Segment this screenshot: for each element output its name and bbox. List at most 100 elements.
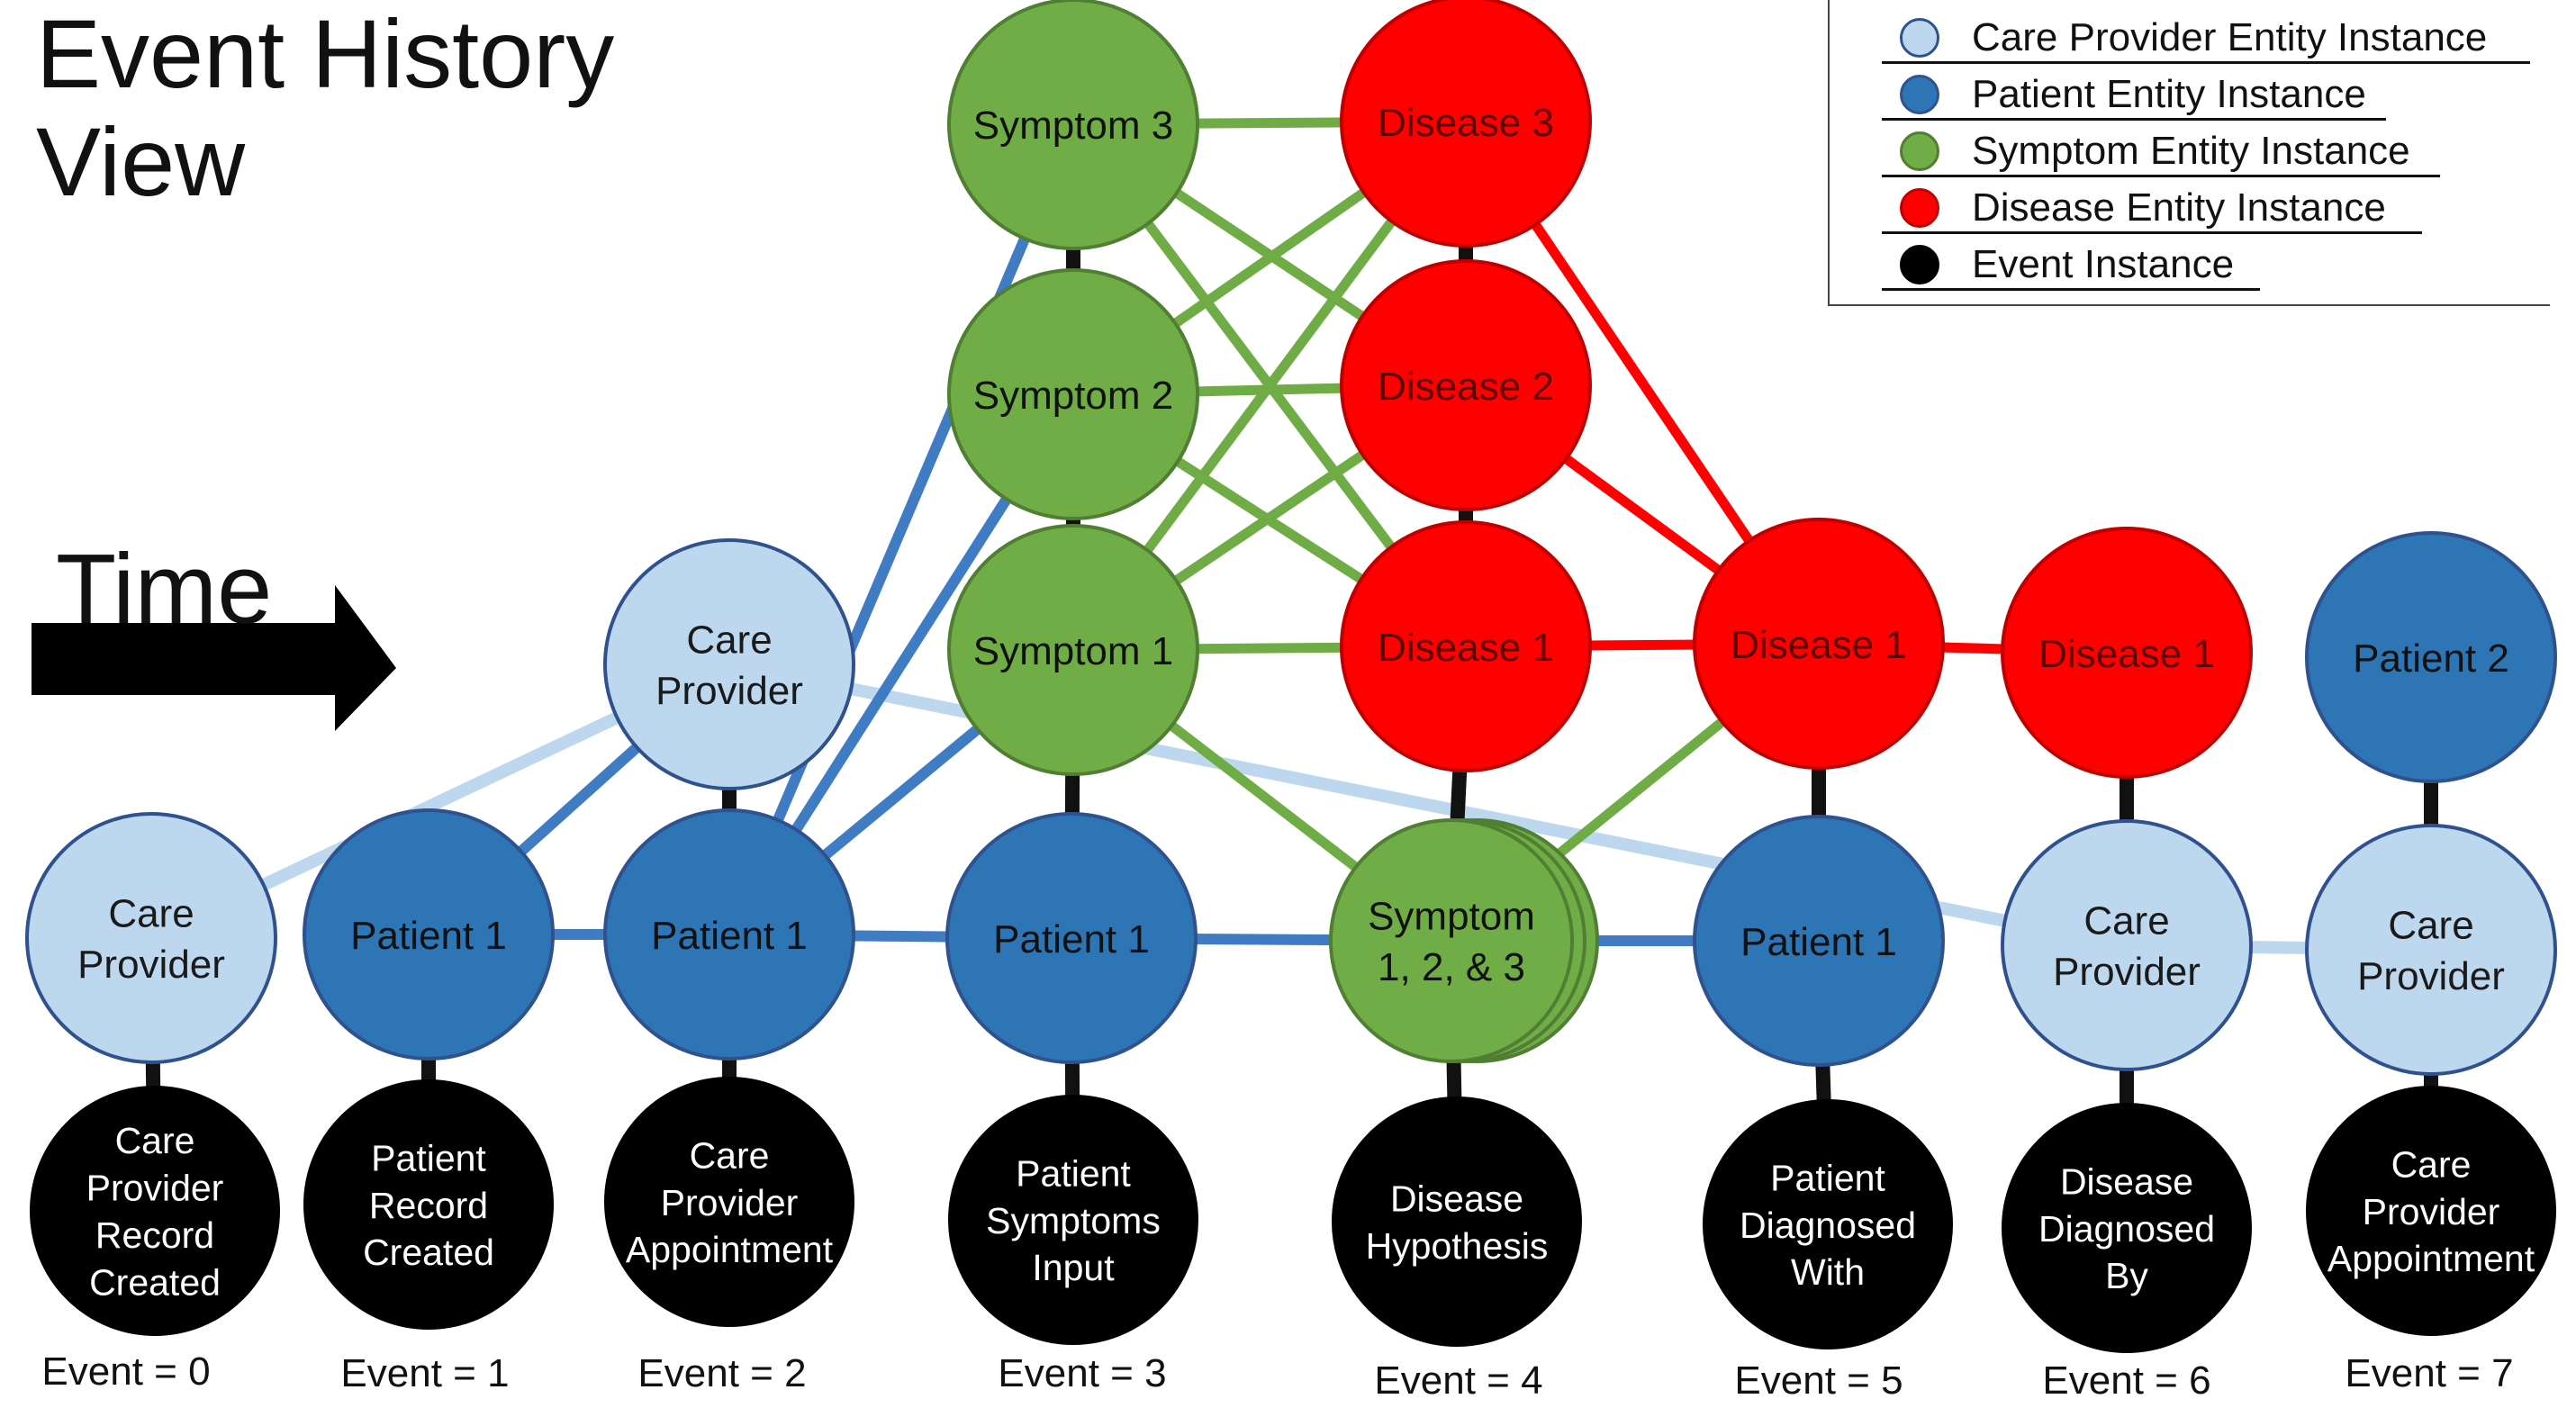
node-circle: [2305, 531, 2557, 783]
legend: Care Provider Entity Instance Patient En…: [1828, 0, 2550, 306]
node-label: Disease 1: [1378, 626, 1554, 670]
node-label: Patient 1: [651, 914, 808, 958]
event-index-label: Event = 3: [998, 1351, 1166, 1395]
page-title: Event History View: [36, 0, 810, 216]
node-disease-d2: Disease 2: [1340, 259, 1592, 511]
event-index-label: Event = 7: [2345, 1351, 2513, 1395]
node-symptom-s3: Symptom 3: [947, 0, 1199, 250]
node-circle: [1329, 818, 1574, 1063]
node-circle: [2002, 1103, 2252, 1353]
node-label: Patient 2: [2353, 636, 2509, 681]
node-label: Symptom 2: [973, 374, 1174, 418]
node-label: Disease 1: [1731, 623, 1907, 667]
event-labels-layer: Event = 0 Event = 1 Event = 2 Event = 3 Even…: [41, 1349, 2513, 1403]
node-circle: [303, 1079, 554, 1330]
node-disease-d3: Disease 3: [1340, 0, 1592, 248]
node-circle: [948, 1095, 1198, 1345]
node-label: Symptom 3: [973, 104, 1174, 148]
legend-label: Event Instance: [1972, 242, 2235, 286]
node-circle: [1340, 0, 1592, 248]
node-label: Patient 1: [350, 914, 507, 958]
node-disease-d1: Disease 1: [1340, 520, 1592, 772]
event-index-label: Event = 2: [637, 1351, 806, 1395]
node-disease-d5: Disease 1: [1693, 518, 1945, 770]
symptom-dot-icon: [1900, 131, 1939, 171]
node-circle: [1340, 520, 1592, 772]
node-patient-pt2: Patient 2: [2305, 531, 2557, 783]
event-index-label: Event = 4: [1374, 1358, 1542, 1403]
node-circle: [945, 812, 1198, 1064]
node-symptom-s2: Symptom 2: [947, 268, 1199, 520]
legend-item-event: Event Instance: [1846, 236, 2530, 292]
node-circle: [947, 0, 1199, 250]
disease-dot-icon: [1900, 188, 1939, 228]
event-index-label: Event = 1: [340, 1351, 509, 1395]
event-index-label: Event = 5: [1734, 1358, 1903, 1403]
node-patient-p5: Patient 1: [1693, 815, 1945, 1067]
node-circle: [947, 268, 1199, 520]
edge-p2-s3: [724, 122, 1079, 937]
node-label: Patient 1: [1740, 920, 1897, 964]
node-label: Patient 1: [993, 917, 1150, 961]
time-arrow-layer: [32, 585, 396, 731]
node-circle: [1703, 1099, 1953, 1349]
node-circle: [947, 524, 1199, 776]
legend-item-symptom: Symptom Entity Instance: [1846, 122, 2530, 178]
page-title-text: Event History View: [36, 0, 615, 216]
legend-label: Patient Entity Instance: [1972, 72, 2366, 116]
node-circle: [2306, 1086, 2556, 1336]
legend-item-patient: Patient Entity Instance: [1846, 66, 2530, 122]
node-circle: [1693, 815, 1945, 1067]
node-label: Symptom 1: [973, 629, 1174, 673]
node-disease-d6: Disease 1: [2001, 527, 2253, 779]
node-label: Disease 3: [1378, 101, 1554, 145]
event-index-label: Event = 0: [41, 1349, 210, 1394]
legend-label: Disease Entity Instance: [1972, 185, 2386, 230]
node-patient-p3: Patient 1: [945, 812, 1198, 1064]
time-label: Time: [56, 534, 273, 645]
node-circle: [1693, 518, 1945, 770]
time-arrow-icon: [32, 585, 396, 731]
node-patient-p2: Patient 1: [603, 808, 855, 1060]
node-circle: [2001, 527, 2253, 779]
event-index-label: Event = 6: [2042, 1358, 2210, 1403]
node-circle: [1340, 259, 1592, 511]
node-circle: [2305, 824, 2557, 1076]
event-dot-icon: [1900, 245, 1939, 284]
legend-item-disease: Disease Entity Instance: [1846, 179, 2530, 235]
node-circle: [2001, 819, 2253, 1071]
patient-dot-icon: [1900, 75, 1939, 114]
legend-item-care-provider: Care Provider Entity Instance: [1846, 9, 2530, 65]
node-circle: [1332, 1097, 1582, 1347]
node-circle: [30, 1086, 280, 1336]
node-circle: [603, 808, 855, 1060]
node-circle: [25, 812, 277, 1064]
legend-label: Care Provider Entity Instance: [1972, 15, 2488, 59]
node-symptom-s1: Symptom 1: [947, 524, 1199, 776]
legend-label: Symptom Entity Instance: [1972, 129, 2410, 173]
node-circle: [603, 538, 855, 790]
